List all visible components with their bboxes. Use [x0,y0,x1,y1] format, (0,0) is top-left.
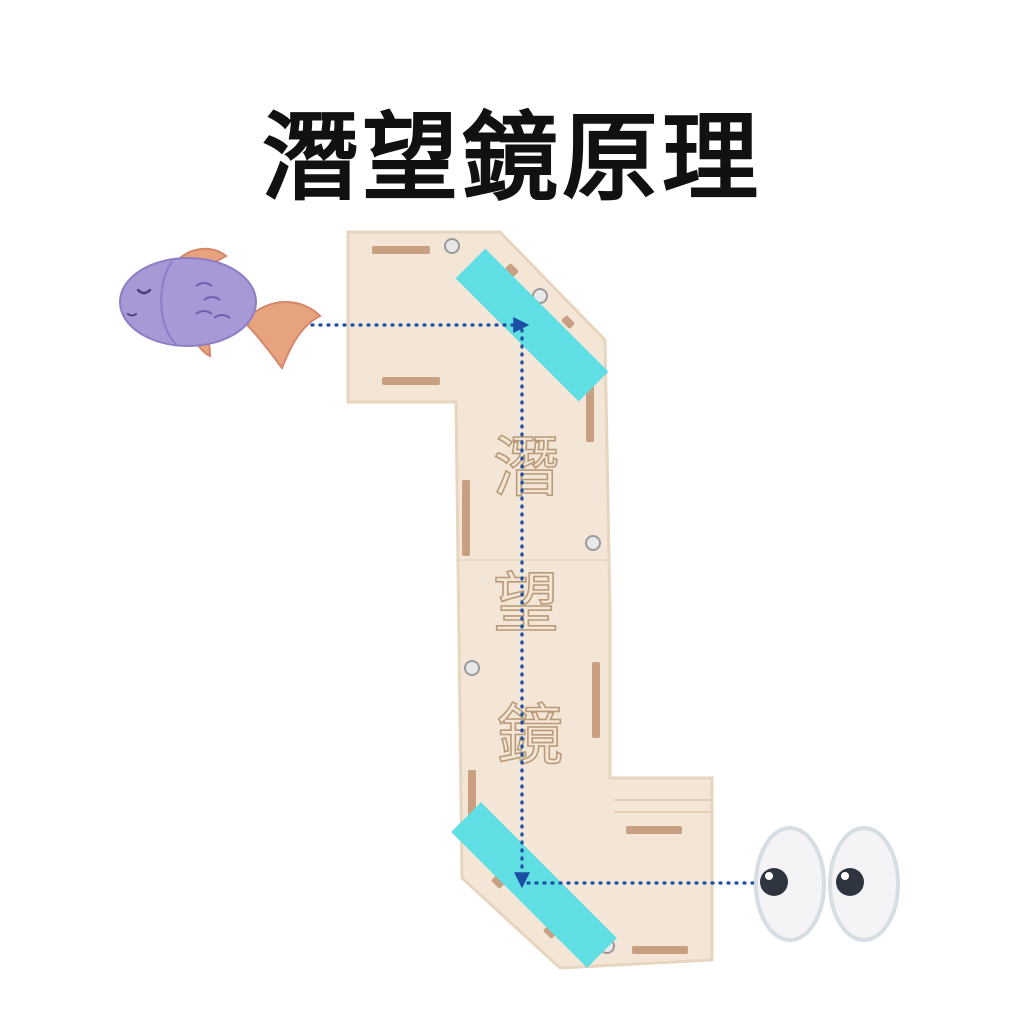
slot [491,875,505,889]
screw [464,660,480,676]
periscope-body: 潛 望 鏡 [346,230,714,970]
fish-icon [119,247,322,371]
slot [632,946,688,954]
fish-tail [247,301,322,371]
top-mirror [455,248,609,402]
eyes-icon [754,826,900,942]
slot [382,377,440,385]
left-eye [754,826,826,942]
slot [462,480,470,556]
page-title: 潛望鏡原理 [262,102,762,214]
bottom-mirror [451,802,617,968]
engraving-char-1: 潛 [493,429,559,506]
light-path [294,317,776,891]
screw [444,238,460,254]
screw [532,288,548,304]
engraving-char-3: 鏡 [497,697,563,774]
slot [626,826,682,834]
slot [372,246,430,254]
fish-body [119,257,257,347]
engraving-char-2: 望 [493,565,559,642]
right-eye [828,826,900,942]
slot [592,662,600,738]
periscope-board [346,230,714,970]
slot [561,315,575,329]
screw [585,535,601,551]
slot [543,925,557,939]
slot [586,384,594,442]
slot [505,263,519,277]
